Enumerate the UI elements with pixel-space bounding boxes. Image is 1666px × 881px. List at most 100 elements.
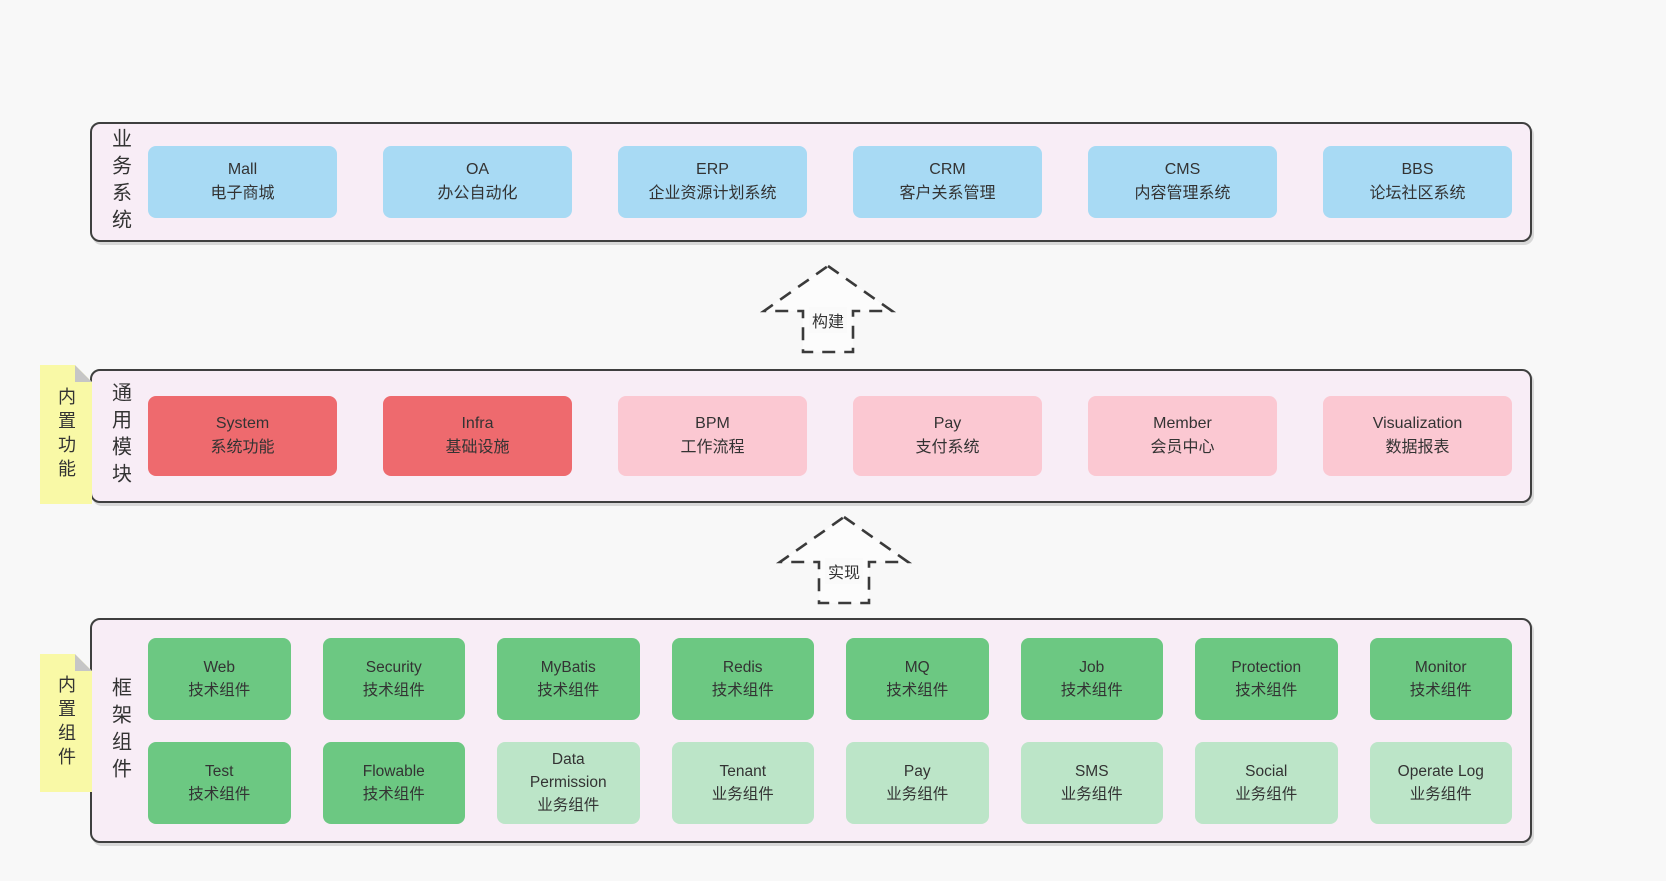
- box-web: Web 技术组件: [148, 637, 291, 720]
- box-subtitle: 技术组件: [1060, 681, 1123, 699]
- box-title: Flowable: [362, 762, 425, 780]
- box-title: Web: [203, 658, 236, 676]
- box-title: Member: [1153, 415, 1212, 432]
- box-subtitle: 论坛社区系统: [1369, 185, 1466, 202]
- box-title: BPM: [695, 415, 730, 432]
- box-bbs: BBS 论坛社区系统: [1323, 146, 1512, 218]
- box-subtitle: 技术组件: [711, 681, 774, 699]
- box-title: Social: [1245, 762, 1288, 780]
- box-system: System 系统功能: [148, 396, 337, 476]
- box-social: Social 业务组件: [1195, 741, 1338, 824]
- arrow-build-label: 构建: [808, 307, 848, 333]
- box-visualization: Visualization 数据报表: [1323, 396, 1512, 476]
- box-subtitle: 支付系统: [915, 439, 980, 456]
- box-title: Test: [205, 762, 234, 780]
- box-subtitle: 工作流程: [680, 439, 745, 456]
- box-bpm: BPM 工作流程: [618, 396, 807, 476]
- box-title: Tenant: [719, 762, 767, 780]
- box-mq: MQ 技术组件: [846, 637, 989, 720]
- box-data-permission: Data Permission 业务组件: [497, 741, 640, 824]
- box-title: BBS: [1401, 161, 1434, 178]
- sticky-label: 内置组件: [56, 675, 76, 771]
- panel-framework-components: 框架组件 Web 技术组件 Security 技术组件 MyBatis 技术组件…: [90, 618, 1532, 843]
- box-title: Pay: [903, 762, 931, 780]
- box-subtitle: 技术组件: [362, 785, 425, 803]
- sticky-label: 内置功能: [56, 386, 76, 483]
- box-subtitle: 技术组件: [188, 681, 251, 699]
- box-subtitle: 系统功能: [210, 439, 275, 456]
- box-subtitle: 业务组件: [1409, 785, 1472, 803]
- box-subtitle: 技术组件: [188, 785, 251, 803]
- box-subtitle: 电子商城: [210, 185, 275, 202]
- box-subtitle: 数据报表: [1385, 439, 1450, 456]
- box-subtitle: 内容管理系统: [1134, 185, 1231, 202]
- box-subtitle: 技术组件: [1235, 681, 1298, 699]
- panel-label-common-modules: 通用模块: [108, 382, 131, 490]
- box-tenant: Tenant 业务组件: [671, 741, 814, 824]
- biz-components-row: Test 技术组件 Flowable 技术组件 Data Permission …: [148, 741, 1512, 824]
- box-job: Job 技术组件: [1020, 637, 1163, 720]
- box-subtitle: 技术组件: [886, 681, 949, 699]
- box-subtitle: 业务组件: [1235, 785, 1298, 803]
- box-title: CMS: [1164, 161, 1201, 178]
- box-subtitle: 业务组件: [886, 785, 949, 803]
- sticky-note-builtin-functions: 内置功能: [40, 365, 92, 504]
- box-title: Redis: [722, 658, 763, 676]
- modules-box-grid: System 系统功能 Infra 基础设施 BPM 工作流程 Pay 支付系统…: [148, 371, 1530, 501]
- business-box-grid: Mall 电子商城 OA 办公自动化 ERP 企业资源计划系统 CRM 客户关系…: [148, 124, 1530, 240]
- box-title: Security: [365, 658, 422, 676]
- box-mybatis: MyBatis 技术组件: [497, 637, 640, 720]
- box-subtitle: 技术组件: [1409, 681, 1472, 699]
- box-subtitle: 技术组件: [362, 681, 425, 699]
- box-title: OA: [465, 161, 490, 178]
- box-subtitle: 业务组件: [711, 785, 774, 803]
- panel-business-systems: 业务系统 Mall 电子商城 OA 办公自动化 ERP 企业资源计划系统 CRM…: [90, 122, 1532, 242]
- box-title: Pay: [933, 415, 962, 432]
- box-mall: Mall 电子商城: [148, 146, 337, 218]
- box-security: Security 技术组件: [322, 637, 465, 720]
- box-subtitle: 业务组件: [537, 797, 600, 814]
- box-title: MyBatis: [540, 658, 596, 676]
- box-title: Protection: [1231, 658, 1302, 676]
- box-crm: CRM 客户关系管理: [853, 146, 1042, 218]
- tech-components-row: Web 技术组件 Security 技术组件 MyBatis 技术组件 Redi…: [148, 637, 1512, 720]
- box-erp: ERP 企业资源计划系统: [618, 146, 807, 218]
- box-pay-biz: Pay 业务组件: [846, 741, 989, 824]
- box-subtitle: 技术组件: [537, 681, 600, 699]
- box-subtitle: 业务组件: [1060, 785, 1123, 803]
- box-monitor: Monitor 技术组件: [1369, 637, 1512, 720]
- box-pay: Pay 支付系统: [853, 396, 1042, 476]
- sticky-note-builtin-components: 内置组件: [40, 654, 92, 792]
- box-subtitle: 企业资源计划系统: [648, 185, 777, 202]
- box-member: Member 会员中心: [1088, 396, 1277, 476]
- box-oa: OA 办公自动化: [383, 146, 572, 218]
- box-subtitle: 会员中心: [1150, 439, 1215, 456]
- box-subtitle: 办公自动化: [437, 185, 518, 202]
- box-title: Infra: [461, 415, 494, 432]
- box-title: SMS: [1074, 762, 1109, 780]
- box-title: Operate Log: [1397, 762, 1484, 780]
- box-infra: Infra 基础设施: [383, 396, 572, 476]
- box-title: ERP: [696, 161, 729, 178]
- box-title: Mall: [227, 161, 258, 178]
- panel-label-framework-components: 框架组件: [108, 676, 131, 785]
- box-subtitle: 基础设施: [445, 439, 510, 456]
- box-title: Job: [1079, 658, 1105, 676]
- box-title: Monitor: [1414, 658, 1467, 676]
- panel-common-modules: 通用模块 System 系统功能 Infra 基础设施 BPM 工作流程 Pay…: [90, 369, 1532, 503]
- box-title: CRM: [929, 161, 966, 178]
- box-title: Data Permission: [529, 751, 607, 791]
- box-protection: Protection 技术组件: [1195, 637, 1338, 720]
- box-sms: SMS 业务组件: [1020, 741, 1163, 824]
- arrow-up-implement-icon: 实现: [774, 514, 914, 606]
- arrow-implement-label: 实现: [824, 558, 864, 584]
- box-flowable: Flowable 技术组件: [322, 741, 465, 824]
- box-title: Visualization: [1372, 415, 1463, 432]
- box-title: System: [215, 415, 270, 432]
- box-title: MQ: [904, 658, 930, 676]
- sticky-fold-corner: [75, 365, 92, 382]
- panel-label-business-systems: 业务系统: [108, 128, 131, 236]
- box-redis: Redis 技术组件: [671, 637, 814, 720]
- box-test: Test 技术组件: [148, 741, 291, 824]
